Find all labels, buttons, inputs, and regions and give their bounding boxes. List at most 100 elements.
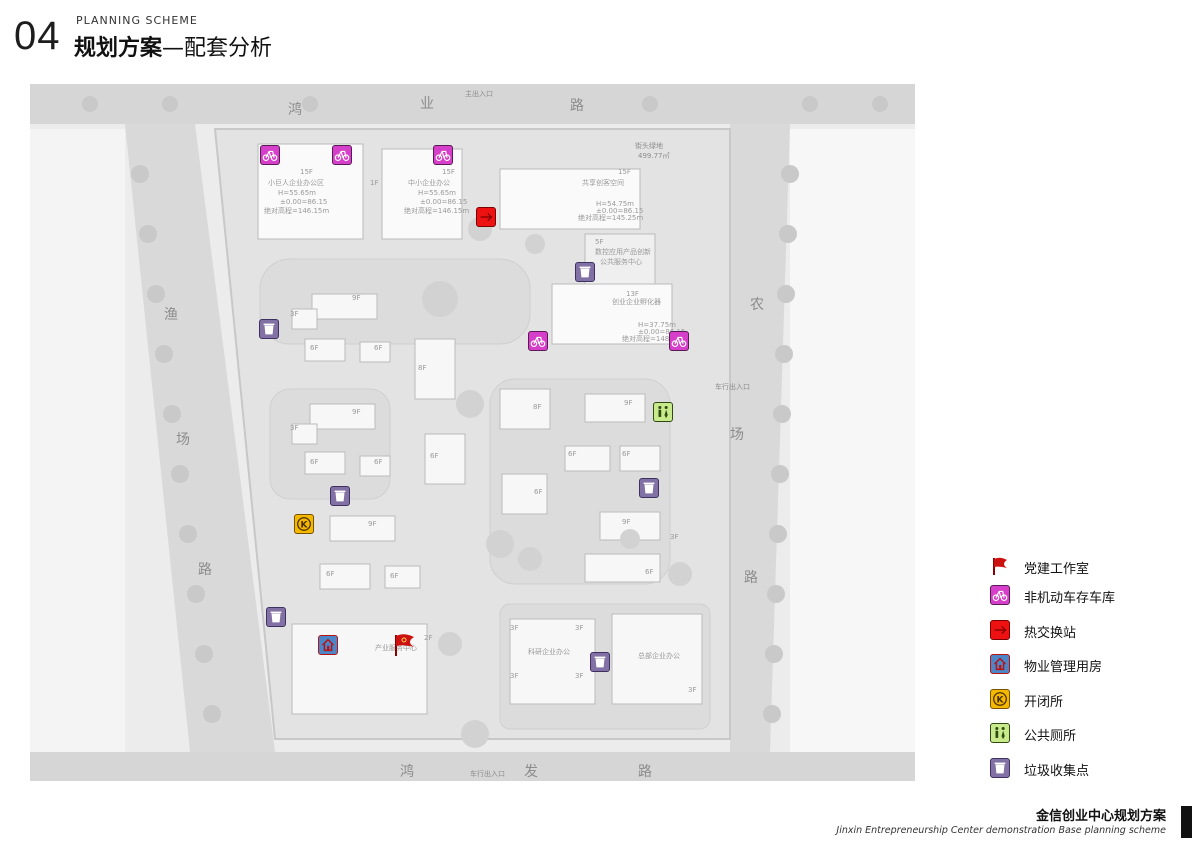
footer-title: 金信创业中心规划方案 <box>1035 809 1166 824</box>
road-north-2: 业 <box>420 96 434 112</box>
gate-south: 车行出入口 <box>470 769 505 778</box>
floor-label-3f-a: 3F <box>290 310 298 318</box>
floor-label-3f-c: 3F <box>670 533 678 541</box>
gate-east: 车行出入口 <box>715 382 750 391</box>
floor-label-6f-b: 6F <box>374 344 382 352</box>
trash-bin-icon <box>639 478 659 498</box>
legend-label: 非机动车存车库 <box>1024 591 1116 606</box>
legend-item-party: 党建工作室 <box>990 555 1190 579</box>
legend-item-switch: K 开闭所 <box>990 688 1190 712</box>
legend-item-heat: 热交换站 <box>990 619 1190 643</box>
legend-label: 物业管理用房 <box>1024 660 1103 675</box>
bldg-b-pm: ±0.00=86.15 <box>420 198 467 206</box>
legend-label: 热交换站 <box>1024 626 1077 641</box>
floor-label-3f-b: 3F <box>290 424 298 432</box>
section-number: 04 <box>14 14 61 58</box>
k-icon-glyph: K <box>997 695 1005 705</box>
bldg-a-name: 小巨人企业办公区 <box>268 178 324 187</box>
bldg-d-name2: 公共服务中心 <box>600 257 642 266</box>
floor-label-6f-k: 6F <box>645 568 653 576</box>
floor-label-6f-g: 6F <box>622 450 630 458</box>
bldg-c-abs: 绝对高程=145.25m <box>578 213 643 222</box>
bldg-c-floors: 15F <box>618 168 631 176</box>
bicycle-icon <box>528 331 548 351</box>
road-south-3: 路 <box>638 764 652 780</box>
floor-label-9f-d: 9F <box>368 520 376 528</box>
gate-north: 主出入口 <box>465 89 493 98</box>
road-south-1: 鸿 <box>400 763 414 780</box>
k-icon: K <box>294 514 314 534</box>
legend-label: 党建工作室 <box>1024 562 1090 577</box>
corner-green: 街头绿地 <box>635 141 663 150</box>
footer-subtitle: Jinxin Entrepreneurship Center demonstra… <box>836 825 1166 836</box>
floor-label-3f-h: 3F <box>688 686 696 694</box>
floor-label-6f-e: 6F <box>430 452 438 460</box>
floor-label-9f-b: 9F <box>352 408 360 416</box>
trash-bin-icon <box>266 607 286 627</box>
title-bold: 规划方案 <box>74 36 163 61</box>
road-east-1: 农 <box>750 297 764 313</box>
bldg-a-pm: ±0.00=86.15 <box>280 198 327 206</box>
floor-label-6f-i: 6F <box>326 570 334 578</box>
party-flag-icon <box>990 556 1010 576</box>
floor-label-6f-h: 6F <box>534 488 542 496</box>
house-icon <box>990 653 1010 674</box>
trash-bin-icon <box>330 486 350 506</box>
bicycle-icon <box>332 145 352 165</box>
legend-item-trash: 垃圾收集点 <box>990 757 1190 781</box>
road-north-3: 路 <box>570 98 584 114</box>
legend-item-bicycle: 非机动车存车库 <box>990 584 1190 608</box>
site-plan-map: 鸿 业 路 鸿 发 路 渔 场 路 农 场 路 主出入口 车行出入口 车行出入口… <box>30 84 915 781</box>
bldg-d-name: 数控应用产品创新 <box>595 247 651 256</box>
bldg-e-abs: 绝对高程=148.25m <box>622 334 687 343</box>
bldg-b-floors: 15F <box>442 168 455 176</box>
bldg-f-floors: 2F <box>424 634 432 642</box>
floor-label-9f-c: 9F <box>624 399 632 407</box>
trash-bin-icon <box>590 652 610 672</box>
bldg-a-abs: 绝对高程=146.15m <box>264 206 329 215</box>
road-west-2: 场 <box>176 432 190 448</box>
party-flag-icon <box>392 632 418 658</box>
floor-label-3f-g: 3F <box>575 672 583 680</box>
floor-label-9f-a: 9F <box>352 294 360 302</box>
legend-label: 垃圾收集点 <box>1024 764 1090 779</box>
floor-label-6f-c: 6F <box>310 458 318 466</box>
bldg-e-h: H=37.75m <box>638 321 676 329</box>
floor-label-6f-f: 6F <box>568 450 576 458</box>
k-icon: K <box>990 688 1010 709</box>
bicycle-icon <box>260 145 280 165</box>
bldg-b-name: 中小企业办公 <box>408 178 450 187</box>
footer-bar <box>1181 806 1192 838</box>
bldg-a-side: 1F <box>370 179 378 187</box>
bldg-b-abs: 绝对高程=146.15m <box>404 206 469 215</box>
bicycle-icon <box>433 145 453 165</box>
floor-label-3f-e: 3F <box>575 624 583 632</box>
toilet-icon <box>990 722 1010 743</box>
legend-label: 公共厕所 <box>1024 729 1077 744</box>
bldg-b-h: H=55.65m <box>418 189 456 197</box>
floor-label-9f-e: 9F <box>622 518 630 526</box>
legend-item-toilet: 公共厕所 <box>990 722 1190 746</box>
bldg-c-name: 共享创客空间 <box>582 178 624 187</box>
heat-exchange-icon <box>476 207 496 227</box>
corner-green-area: 499.77㎡ <box>638 152 670 160</box>
bldg-a-h: H=55.65m <box>278 189 316 197</box>
bldg-e-name: 创业企业孵化器 <box>612 297 661 306</box>
floor-label-8f-b: 8F <box>533 403 541 411</box>
floor-label-6f-j: 6F <box>390 572 398 580</box>
road-west-1: 渔 <box>164 307 178 323</box>
road-east-3: 路 <box>744 570 758 586</box>
trash-bin-icon <box>575 262 595 282</box>
bldg-c-h: H=54.75m <box>596 200 634 208</box>
floor-label-6f-d: 6F <box>374 458 382 466</box>
trash-bin-icon <box>990 757 1010 778</box>
road-north-1: 鸿 <box>288 101 302 118</box>
title-rest: —配套分析 <box>162 36 273 61</box>
road-east-2: 场 <box>730 427 744 443</box>
bldg-a-floors: 15F <box>300 168 313 176</box>
floor-label-8f-a: 8F <box>418 364 426 372</box>
legend-label: 开闭所 <box>1024 695 1064 710</box>
bldg-e-pm: ±0.00=86.15 <box>638 328 685 336</box>
k-icon-glyph: K <box>301 521 309 531</box>
site-plan-drawing: 鸿 业 路 鸿 发 路 渔 场 路 农 场 路 主出入口 车行出入口 车行出入口… <box>30 84 915 781</box>
